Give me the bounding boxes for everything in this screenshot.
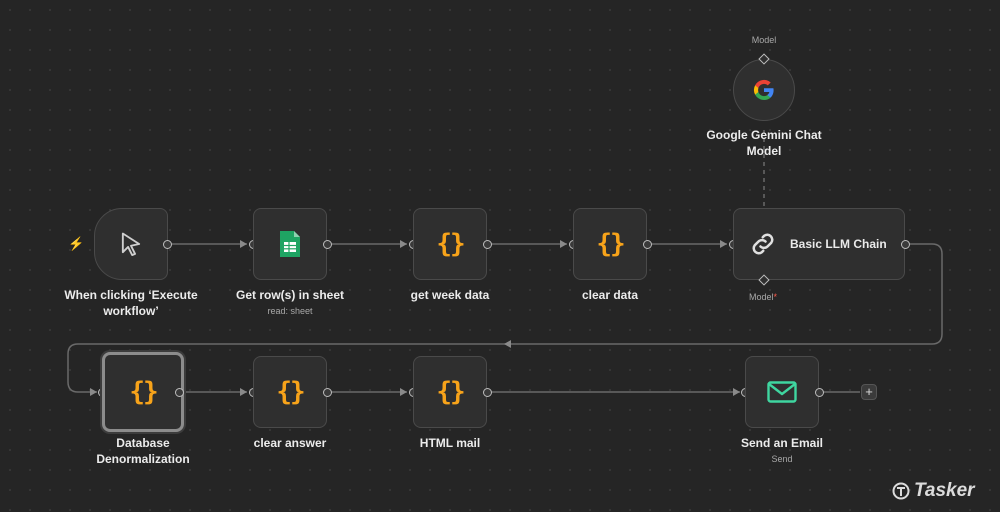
- node-send-an-email[interactable]: [745, 356, 819, 428]
- send-email-subtitle: Send: [771, 454, 793, 464]
- llm-chain-output-port[interactable]: [901, 240, 910, 249]
- code-braces-icon: {}: [129, 377, 158, 407]
- cursor-arrow-icon: [121, 232, 141, 257]
- trigger-label: When clicking ‘Execute workflow’: [64, 288, 198, 318]
- get-week-output-port[interactable]: [483, 240, 492, 249]
- node-basic-llm-chain[interactable]: Basic LLM Chain: [733, 208, 905, 280]
- node-html-mail[interactable]: {}: [413, 356, 487, 428]
- send-email-label: Send an Email: [740, 436, 824, 450]
- code-braces-icon: {}: [596, 229, 625, 259]
- clear-answer-label: clear answer: [253, 436, 327, 450]
- denorm-label: Database Denormalization: [96, 436, 190, 466]
- node-get-week-data[interactable]: {}: [413, 208, 487, 280]
- denorm-output-port[interactable]: [175, 388, 184, 397]
- node-database-denormalization[interactable]: {}: [102, 352, 184, 432]
- send-email-output-port[interactable]: [815, 388, 824, 397]
- node-google-gemini-chat-model[interactable]: [733, 59, 795, 121]
- add-node-button[interactable]: +: [861, 384, 877, 400]
- clear-data-output-port[interactable]: [643, 240, 652, 249]
- html-mail-label: HTML mail: [419, 436, 481, 450]
- gemini-label: Google Gemini Chat Model: [706, 128, 822, 158]
- clear-data-label: clear data: [581, 288, 639, 302]
- llm-chain-label: Basic LLM Chain: [790, 237, 887, 251]
- clear-answer-output-port[interactable]: [323, 388, 332, 397]
- google-g-icon: [753, 79, 774, 101]
- get-rows-label: Get row(s) in sheet: [235, 288, 345, 302]
- node-manual-trigger[interactable]: [94, 208, 168, 280]
- trigger-bolt-icon: ⚡: [68, 236, 85, 251]
- node-clear-answer[interactable]: {}: [253, 356, 327, 428]
- google-sheets-icon: [280, 231, 300, 257]
- get-week-label: get week data: [410, 288, 490, 302]
- code-braces-icon: {}: [436, 229, 465, 259]
- get-rows-subtitle: read: sheet: [267, 306, 313, 316]
- tasker-logo-text: Tasker: [914, 480, 975, 501]
- tasker-logo: Tasker: [892, 480, 975, 502]
- trigger-output-port[interactable]: [163, 240, 172, 249]
- html-mail-output-port[interactable]: [483, 388, 492, 397]
- get-rows-output-port[interactable]: [323, 240, 332, 249]
- tasker-logo-icon: [892, 482, 910, 500]
- link-chain-icon: [752, 233, 774, 255]
- envelope-icon: [767, 381, 797, 403]
- gemini-port-label: Model: [751, 35, 777, 45]
- code-braces-icon: {}: [276, 377, 305, 407]
- code-braces-icon: {}: [436, 377, 465, 407]
- node-clear-data[interactable]: {}: [573, 208, 647, 280]
- node-get-rows[interactable]: [253, 208, 327, 280]
- llm-chain-model-port-label: Model*: [748, 292, 778, 302]
